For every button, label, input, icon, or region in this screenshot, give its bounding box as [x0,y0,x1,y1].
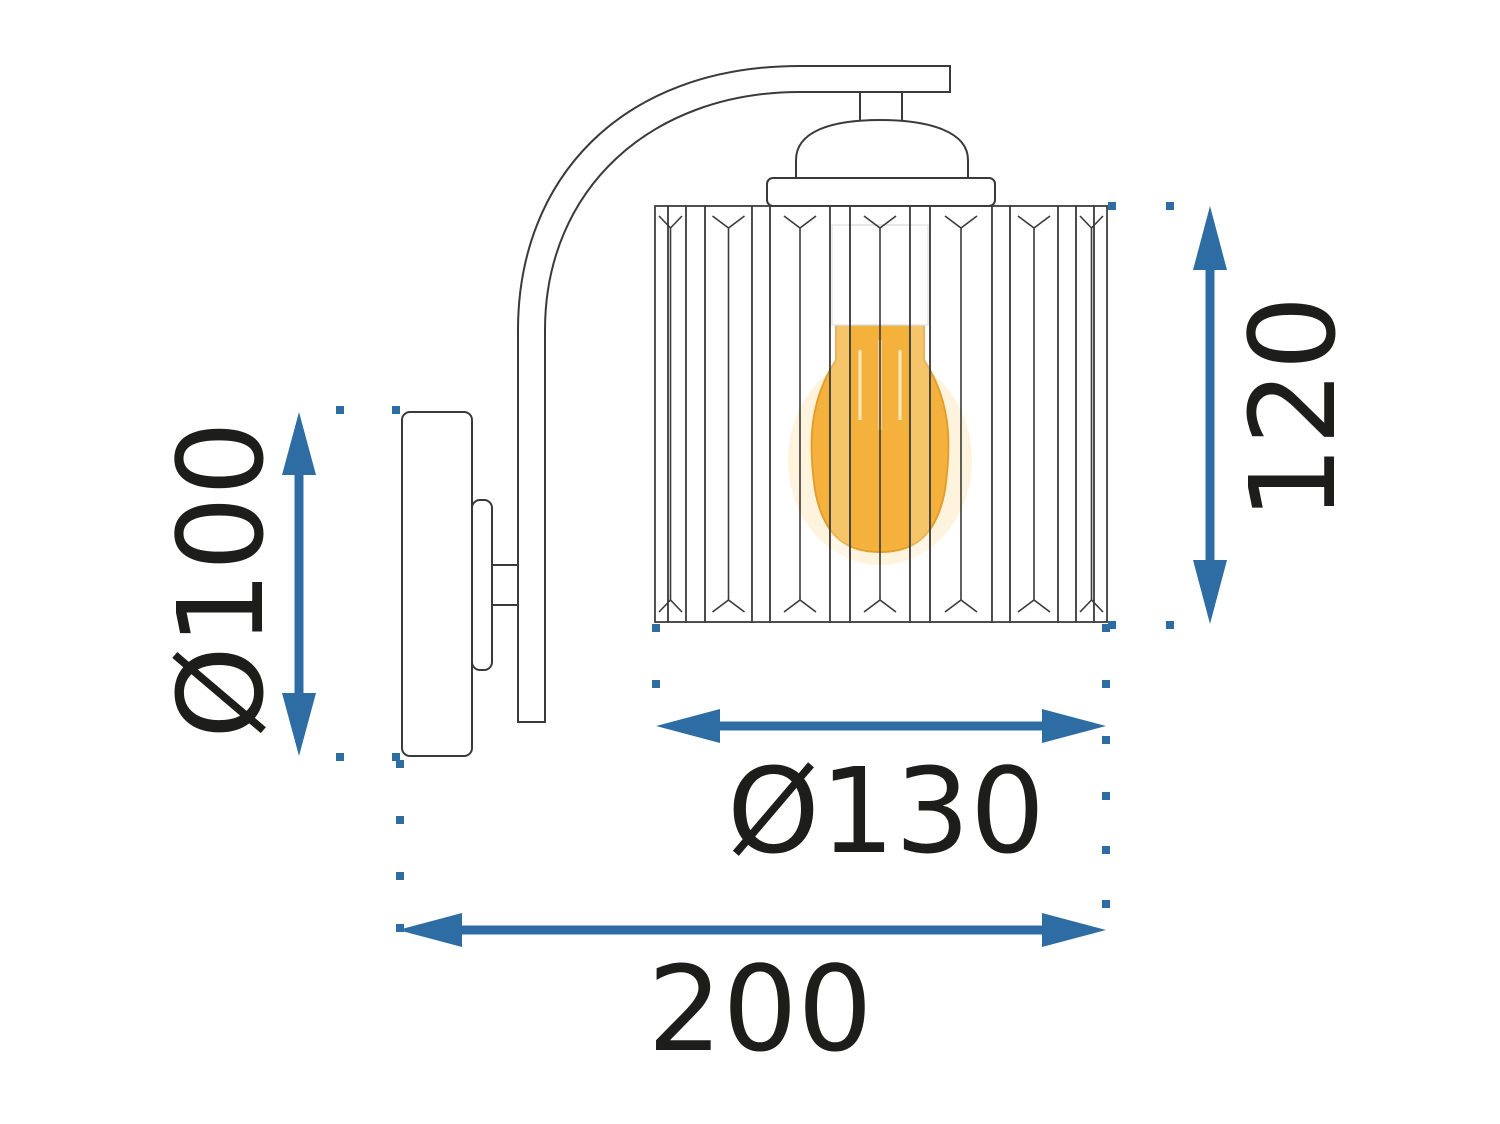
rod-facet-line [783,215,817,600]
shade-height-label: 120 [1224,295,1362,520]
base-diameter-label: Ø100 [152,421,290,739]
shade-rod [685,205,706,623]
extension-dot [336,406,344,414]
wall-base-plate [401,411,519,757]
lamp-arm [517,65,951,723]
extension-guides [336,202,1174,932]
rod-facet-line [863,215,897,600]
extension-dot [1102,624,1110,632]
extension-dot [1166,202,1174,210]
extension-dot [1108,621,1116,629]
rod-facet-line [944,215,978,600]
extension-dot [396,924,404,932]
rod-facet-chevron [1079,598,1104,613]
shade-rod [1093,205,1108,623]
shade-holder [766,91,996,207]
dimension-arrow-base [282,412,316,756]
extension-dot [396,760,404,768]
extension-dot [396,816,404,824]
extension-dot [396,872,404,880]
rod-facet-line [658,215,683,600]
extension-dot [392,406,400,414]
dimension-arrow-shade-width [656,709,1106,743]
extension-dot [392,753,400,761]
shade-rod [909,205,931,623]
extension-dot [1102,680,1110,688]
rod-facet-chevron [783,599,817,613]
rod-facet-chevron [944,599,978,613]
dimension-arrow-height [1193,206,1227,624]
dimension-arrow-depth [398,913,1106,947]
rod-facet-chevron [1017,599,1051,613]
extension-dot [336,753,344,761]
rod-facet-chevron [863,599,897,613]
rod-facet-line [1079,215,1104,600]
shade-rod [654,205,669,623]
extension-dot [652,624,660,632]
rod-facet-chevron [658,598,683,613]
shade-rod [829,205,851,623]
extension-dot [1108,202,1116,210]
extension-dot [1102,846,1110,854]
rod-facet-line [1017,215,1051,600]
extension-dot [1102,900,1110,908]
extension-dot [652,680,660,688]
extension-dot [1102,736,1110,744]
shade-diameter-label: Ø130 [727,742,1045,880]
rod-facet-line [712,215,745,600]
shade-rod [751,205,771,623]
extension-dot [1166,621,1174,629]
rod-facet-chevron [712,599,745,613]
rod-shade [654,205,1108,623]
total-depth-label: 200 [647,940,872,1078]
extension-dot [1102,792,1110,800]
shade-rod [991,205,1011,623]
shade-rod [1057,205,1077,623]
